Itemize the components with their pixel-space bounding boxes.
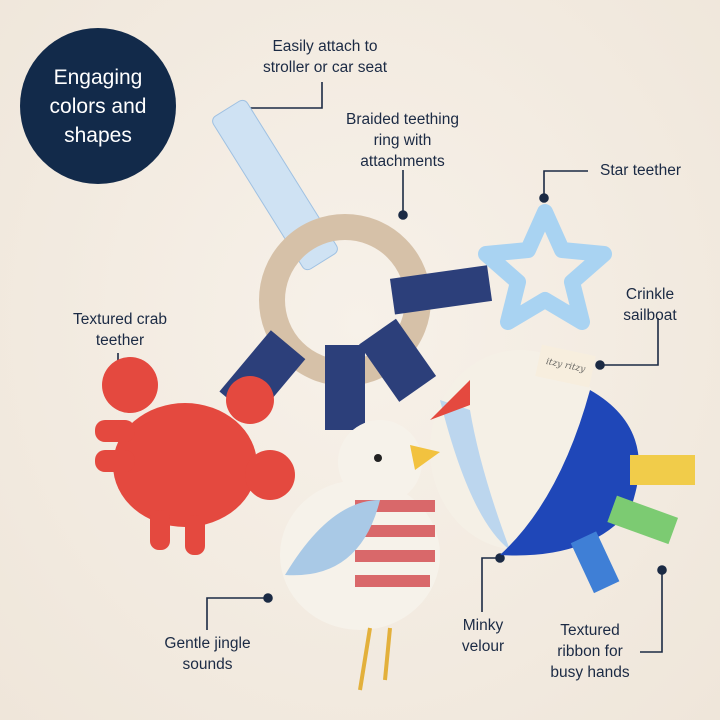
callout-text: Gentle jingle xyxy=(164,635,251,652)
callout-text: busy hands xyxy=(550,664,630,681)
callout-text: attachments xyxy=(360,153,445,170)
badge-line: colors and xyxy=(49,94,147,118)
callout-text: ring with xyxy=(373,132,432,149)
callout-lines xyxy=(113,82,667,653)
badge-line: Engaging xyxy=(53,65,143,89)
callout-text: velour xyxy=(461,638,505,655)
callout-minky: Minky velour xyxy=(448,615,518,657)
callout-text: Textured crab xyxy=(73,311,167,328)
callout-text: teether xyxy=(95,332,145,349)
callout-text: sounds xyxy=(182,656,233,673)
callout-text: ribbon for xyxy=(557,643,623,660)
feature-badge: Engaging colors and shapes xyxy=(20,28,176,184)
callout-ring: Braided teething ring with attachments xyxy=(330,109,475,172)
callout-text: Braided teething xyxy=(346,111,459,128)
callout-crinkle: Crinkle sailboat xyxy=(610,284,690,326)
attachment-strap xyxy=(212,99,338,271)
callout-jingle: Gentle jingle sounds xyxy=(145,633,270,675)
crinkle-sailboat xyxy=(430,344,695,594)
callout-ribbon: Textured ribbon for busy hands xyxy=(540,620,640,683)
seagull-plush xyxy=(280,420,440,691)
callout-text: Star teether xyxy=(600,162,681,179)
crab-teether xyxy=(95,357,295,555)
callout-attach: Easily attach to stroller or car seat xyxy=(245,36,405,78)
callout-text: sailboat xyxy=(623,307,677,324)
callout-text: stroller or car seat xyxy=(262,59,388,76)
callout-text: Crinkle xyxy=(625,286,675,303)
callout-crab: Textured crab teether xyxy=(55,309,185,351)
callout-text: Minky xyxy=(462,617,504,634)
badge-line: shapes xyxy=(64,123,132,147)
star-teether xyxy=(478,204,612,330)
callout-text: Easily attach to xyxy=(272,38,378,55)
callout-text: Textured xyxy=(560,622,620,639)
callout-star: Star teether xyxy=(588,160,693,181)
